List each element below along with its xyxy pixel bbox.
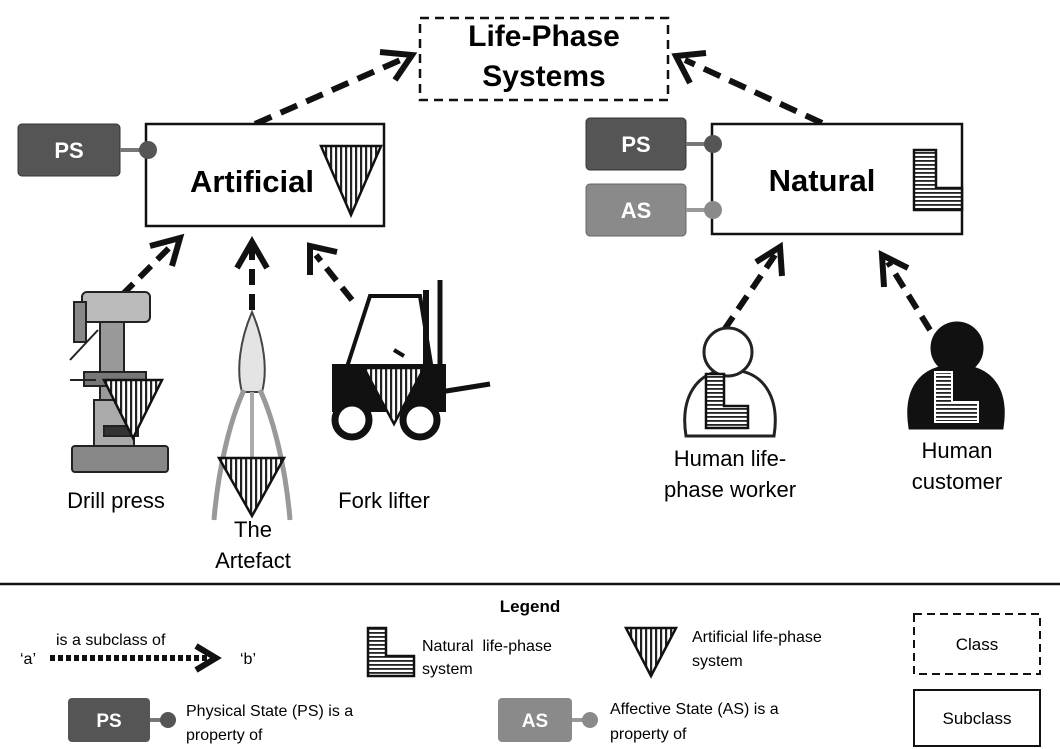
customer-label-line2: customer <box>912 469 1002 494</box>
arrow-drill-to-artificial <box>119 233 185 298</box>
drill-press-illustration <box>69 291 169 473</box>
worker-l-icon <box>704 372 750 430</box>
legend-ps-badge: PS <box>96 711 121 732</box>
arrow-artefact-to-artificial <box>234 235 270 310</box>
natural-ps-badge: PS <box>621 132 650 157</box>
legend-class-box <box>913 613 1041 675</box>
natural-as-port: AS <box>585 183 722 237</box>
artefact-triangle-icon <box>216 456 287 519</box>
root-title-line2: Systems <box>482 60 605 93</box>
legend-artificial-triangle-icon <box>623 626 679 679</box>
arrow-artificial-to-root <box>253 49 418 127</box>
legend-subclass-b: ‘b’ <box>240 651 256 668</box>
natural-l-icon <box>912 148 964 212</box>
legend-as-line2: property of <box>610 726 687 743</box>
legend-title: Legend <box>500 597 560 616</box>
artificial-ps-badge: PS <box>54 138 83 163</box>
human-worker-illustration <box>683 326 777 438</box>
legend-natural-line1: Natural life-phase <box>422 638 552 655</box>
legend-class-label: Class <box>956 635 999 654</box>
legend-artificial-line1: Artificial life-phase <box>692 629 822 646</box>
customer-label-line1: Human <box>922 438 993 463</box>
artefact-label-line2: Artefact <box>215 548 291 573</box>
fork-lifter-label: Fork lifter <box>338 488 430 513</box>
legend-subclass-label: Subclass <box>943 709 1012 728</box>
legend-ps-line2: property of <box>186 727 263 744</box>
natural-label: Natural <box>769 163 876 198</box>
worker-label-line2: phase worker <box>664 477 796 502</box>
forklift-triangle-icon <box>361 366 427 427</box>
natural-as-badge: AS <box>621 198 652 223</box>
arrow-worker-to-natural <box>721 241 785 332</box>
legend-subclass-a: ‘a’ <box>20 651 36 668</box>
legend-artificial-line2: system <box>692 653 743 670</box>
legend-natural-l-icon <box>366 626 416 678</box>
worker-label-line1: Human life- <box>674 446 786 471</box>
legend-subclass-arrow: ‘a’ is a subclass of ‘b’ <box>20 632 256 673</box>
artefact-label-line1: The <box>234 517 272 542</box>
drill-press-label: Drill press <box>67 488 165 513</box>
natural-ps-port: PS <box>585 117 722 171</box>
human-customer-illustration <box>907 321 1005 430</box>
artificial-ps-port: PS <box>17 123 157 177</box>
artificial-subclass-box: Artificial <box>144 122 386 228</box>
legend-ps-badge-box <box>68 698 150 742</box>
legend-as-badge-box <box>498 698 572 742</box>
arrow-forklift-to-artificial <box>307 242 355 302</box>
root-class-box: Life-Phase Systems <box>418 16 670 102</box>
legend-as-line1: Affective State (AS) is a <box>610 701 779 718</box>
legend-subclass-text: is a subclass of <box>56 632 166 649</box>
root-title-line1: Life-Phase <box>468 20 620 53</box>
legend-as-badge: AS <box>522 711 548 732</box>
artefact-illustration <box>211 309 293 521</box>
artificial-label: Artificial <box>190 164 314 199</box>
artificial-triangle-icon <box>319 144 383 219</box>
legend-ps-line1: Physical State (PS) is a <box>186 703 353 720</box>
legend-subclass-box <box>913 689 1041 747</box>
arrow-natural-to-root <box>671 50 824 126</box>
arrow-customer-to-natural <box>878 249 933 332</box>
legend-natural-line2: system <box>422 661 473 678</box>
customer-l-icon <box>934 371 979 423</box>
drill-press-triangle-icon <box>101 378 165 441</box>
natural-subclass-box: Natural <box>710 122 964 236</box>
forklift-illustration <box>331 280 491 441</box>
